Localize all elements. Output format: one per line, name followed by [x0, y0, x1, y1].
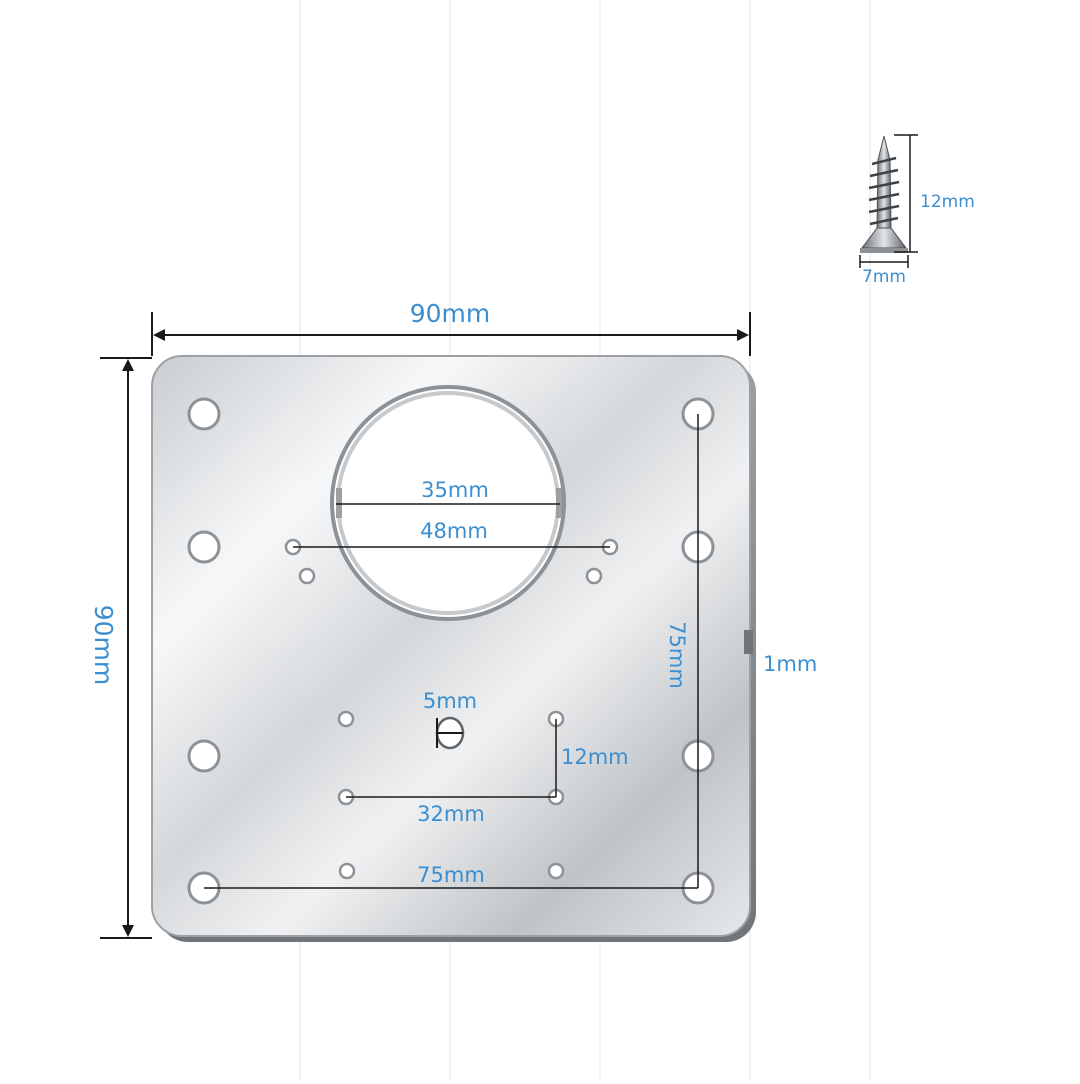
slot-hole — [435, 716, 465, 750]
large-hinge-hole — [330, 385, 566, 621]
mounting-holes — [187, 397, 715, 905]
dimension-lines — [100, 312, 751, 939]
hole-top-left — [187, 397, 221, 431]
label-slot-hole: 5mm — [423, 689, 477, 713]
label-screw-head-diameter: 7mm — [862, 267, 906, 287]
label-plate-thickness: 1mm — [763, 652, 817, 676]
label-overall-height: 90mm — [89, 605, 118, 686]
label-corner-hole-vertical: 75mm — [665, 621, 689, 689]
label-overall-width: 90mm — [410, 299, 491, 328]
label-screw-length: 12mm — [920, 192, 975, 212]
label-corner-hole-horizontal: 75mm — [417, 863, 485, 887]
hole-left-upper — [187, 530, 221, 564]
plate-thickness-edge — [744, 630, 753, 654]
screw-icon — [859, 134, 918, 268]
hole-left-lower — [187, 739, 221, 773]
metal-plate — [151, 355, 756, 942]
label-hole-pair-spacing: 48mm — [420, 519, 488, 543]
label-large-hole-diameter: 35mm — [421, 478, 489, 502]
label-small-hole-horizontal: 32mm — [417, 802, 485, 826]
dimension-labels: 90mm 90mm 35mm 48mm 75mm 1mm 5mm 12mm 32… — [89, 192, 975, 887]
label-small-hole-vertical: 12mm — [561, 745, 629, 769]
